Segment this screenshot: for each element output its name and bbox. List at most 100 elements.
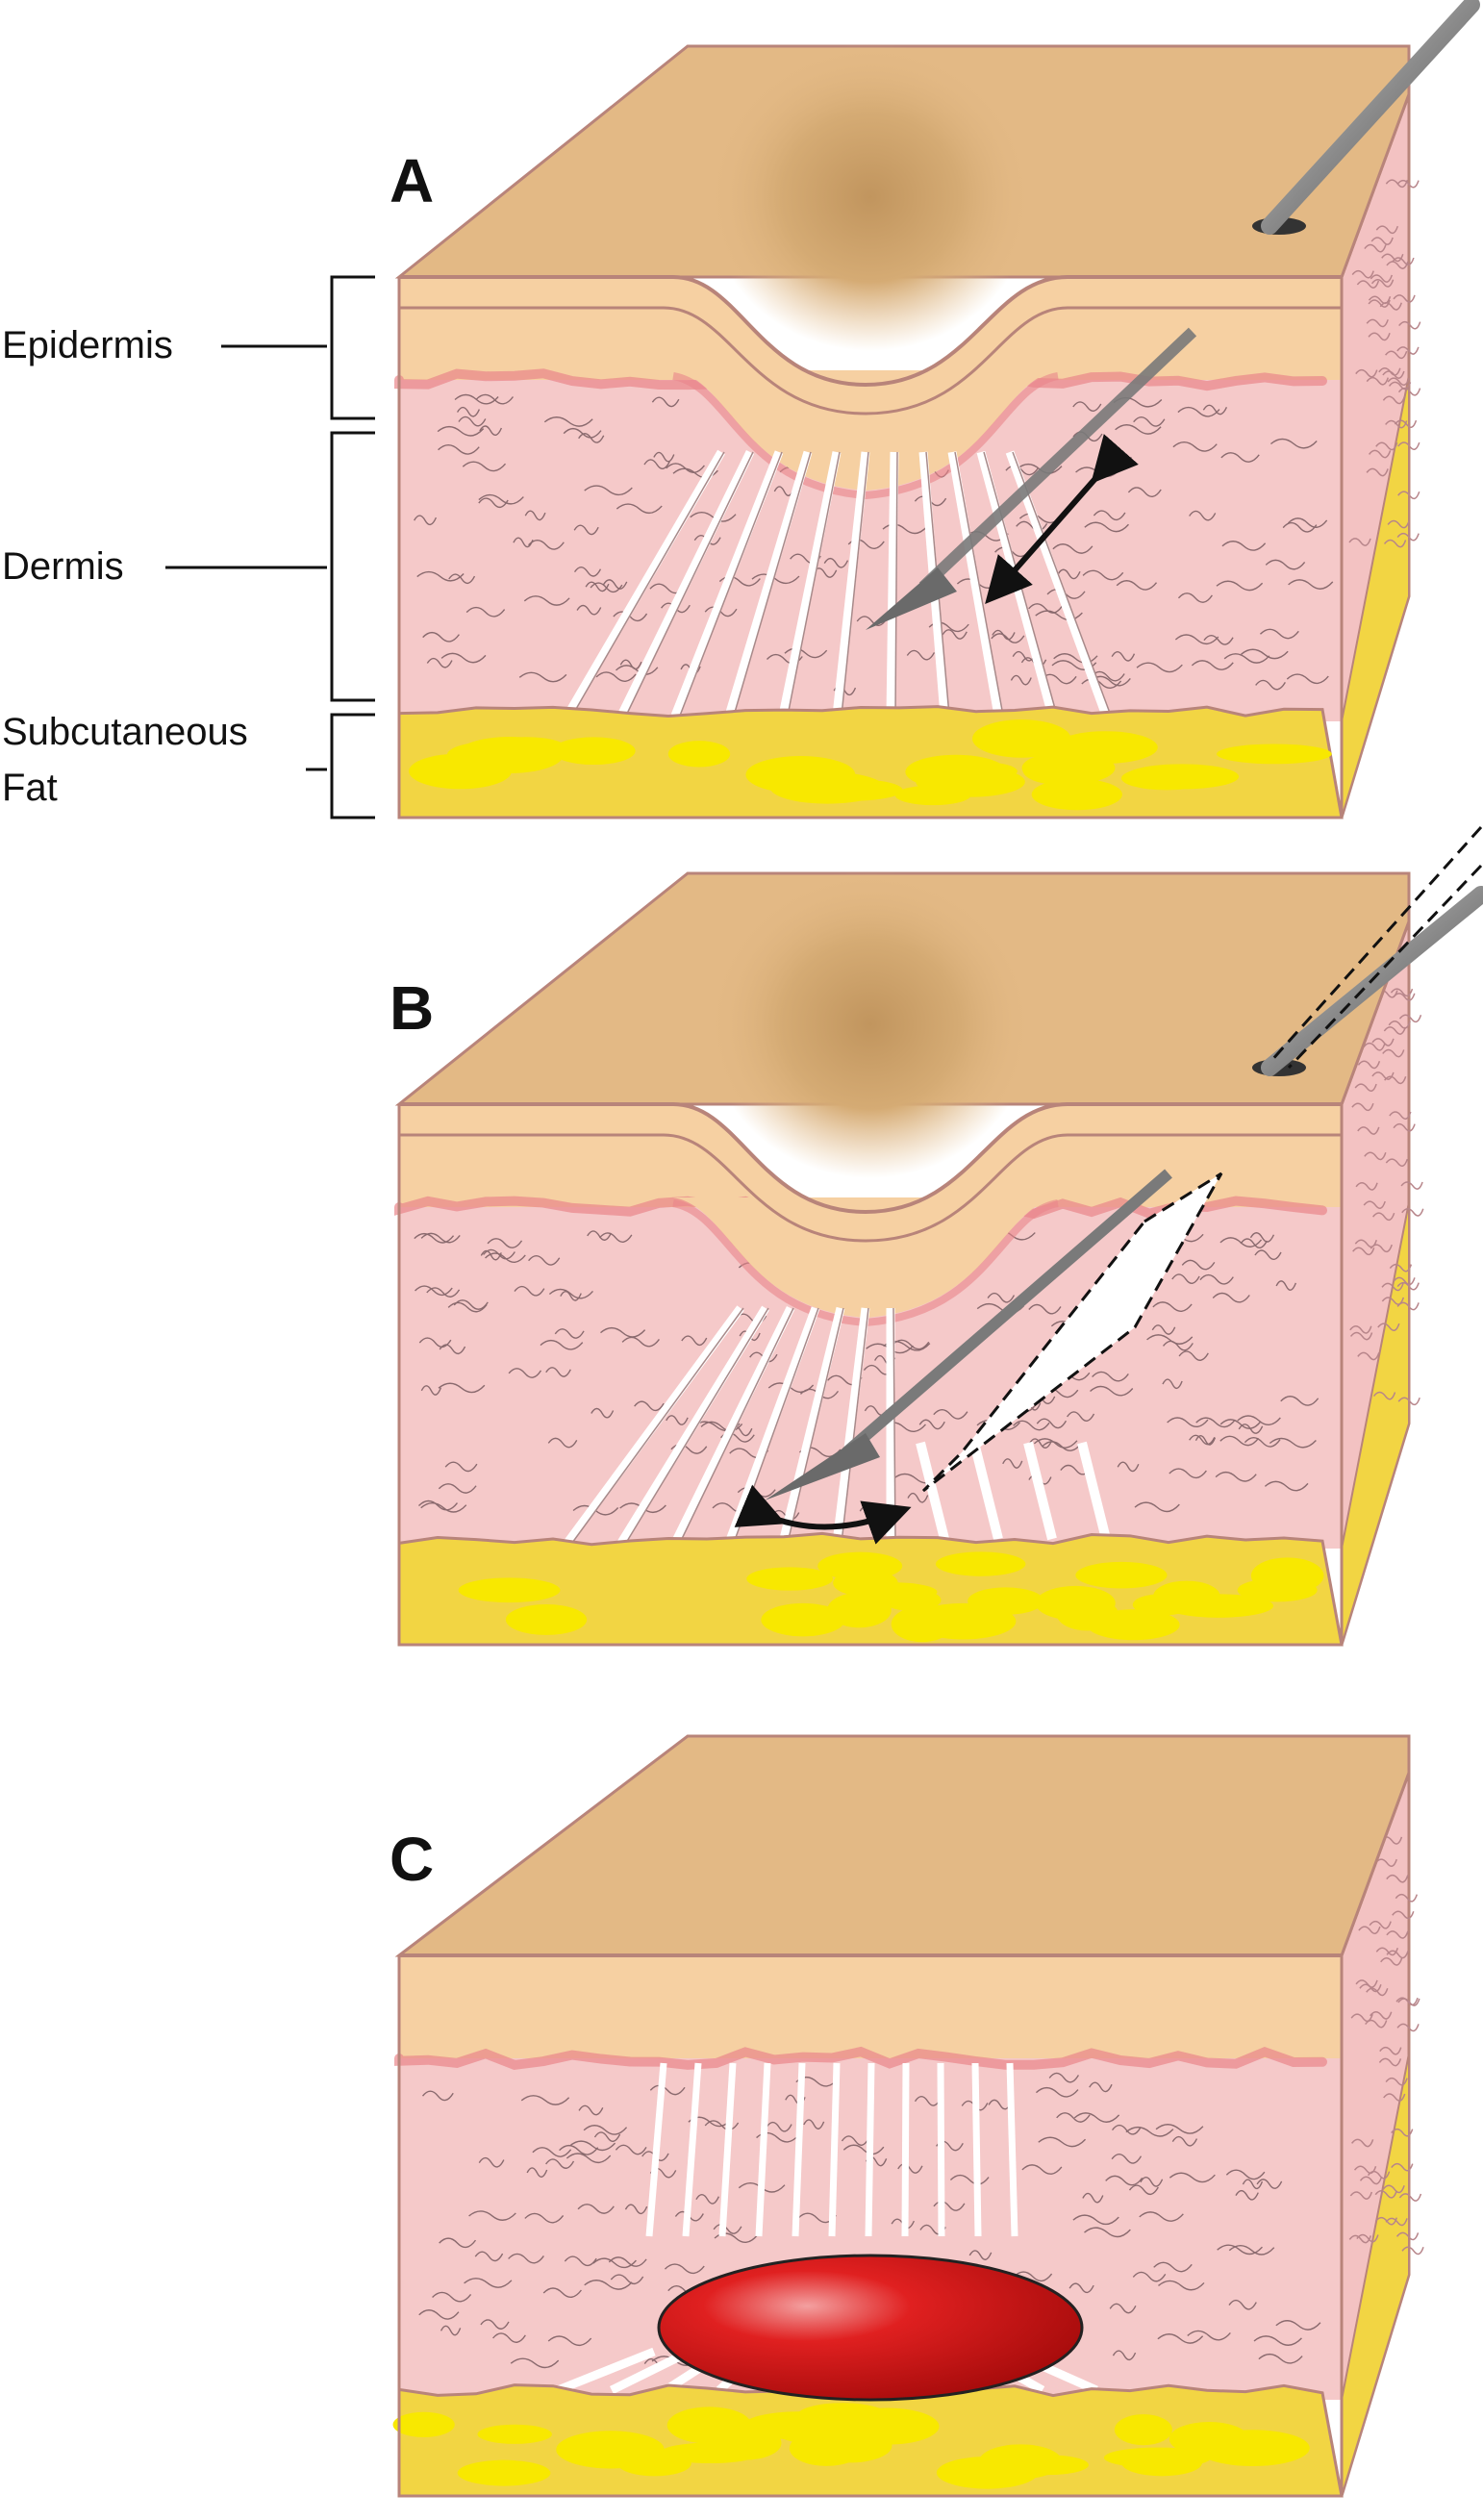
dermis-fiber xyxy=(583,2125,628,2135)
dermis-fiber xyxy=(1280,1396,1320,1406)
dermis-fiber xyxy=(483,1248,515,1260)
dermis-fiber xyxy=(1187,2330,1231,2341)
side-fiber xyxy=(1385,419,1408,429)
fat-lobule xyxy=(551,737,636,766)
dermis-fiber xyxy=(1033,1438,1078,1449)
dermis-fiber xyxy=(420,1385,442,1396)
fat-lobule xyxy=(935,1551,1026,1576)
side-fiber xyxy=(1389,1111,1412,1120)
dermis-fiber xyxy=(510,2357,560,2369)
dermis-fiber xyxy=(528,1255,561,1266)
dermis-fiber xyxy=(751,573,800,585)
side-fiber xyxy=(1397,1998,1420,2006)
side-fiber xyxy=(1365,2019,1388,2029)
septum-cut xyxy=(969,1441,1003,1541)
dermis-fiber xyxy=(1191,660,1234,670)
dermis-fiber xyxy=(444,1461,478,1473)
fat-lobule xyxy=(1056,1598,1119,1631)
side-fiber xyxy=(1396,1281,1420,1291)
needle-shaft-outer xyxy=(1261,0,1480,235)
dermis-fiber xyxy=(1255,679,1286,691)
dermis-fiber xyxy=(803,2119,825,2129)
epidermis-outline xyxy=(399,275,1342,388)
side-fiber xyxy=(1397,387,1421,396)
panel-label-a: A xyxy=(390,146,434,215)
dermis-fiber xyxy=(478,2156,505,2168)
side-fiber xyxy=(1383,539,1407,548)
side-fiber xyxy=(1349,1331,1373,1341)
dermis-fiber xyxy=(1162,1340,1194,1351)
side-fiber xyxy=(1388,381,1412,391)
septum xyxy=(670,1306,795,1545)
dermis-fiber xyxy=(1092,1371,1129,1382)
dermis-fiber xyxy=(991,633,1025,643)
fat-lobule xyxy=(1124,764,1240,790)
dermis-fiber xyxy=(1151,1324,1176,1335)
side-fiber xyxy=(1371,1038,1395,1046)
dermis-fiber xyxy=(1174,634,1219,644)
dermis-fiber xyxy=(545,1367,571,1377)
dermis-fiber xyxy=(448,573,476,585)
dermis-fiber xyxy=(528,540,565,550)
side-fiber xyxy=(1381,1282,1404,1292)
dermis-fiber xyxy=(619,659,642,670)
septum-edge xyxy=(679,451,783,717)
side-fiber xyxy=(1370,237,1394,245)
dermis-fiber xyxy=(1286,673,1329,685)
side-fiber xyxy=(1378,2057,1402,2067)
septum-upper xyxy=(937,2062,945,2237)
dermis-fiber xyxy=(651,396,680,408)
fat-lobule xyxy=(882,1589,942,1611)
dermis-fiber xyxy=(600,1326,646,1338)
septum-edge xyxy=(625,451,754,717)
dermis-fiber xyxy=(432,2291,472,2303)
fat-lobule xyxy=(392,2411,455,2437)
dermis-fiber xyxy=(1253,2335,1302,2346)
dermis-fiber xyxy=(1090,1385,1134,1397)
dermis-fiber xyxy=(1181,1259,1216,1271)
dermis-fiber xyxy=(1112,2350,1137,2361)
side-fiber xyxy=(1351,269,1374,279)
fat-lobule xyxy=(1021,751,1116,785)
dermis-fiber xyxy=(414,1232,455,1244)
dermis-fiber xyxy=(1169,2172,1216,2183)
dermis-fiber xyxy=(1105,2175,1144,2186)
panel-label-b: B xyxy=(390,973,434,1043)
side-fiber xyxy=(1382,370,1405,379)
dermis-fiber xyxy=(563,427,602,439)
dermis-fiber xyxy=(621,1336,660,1348)
dermis-fiber xyxy=(1146,1334,1194,1345)
panel-c: C xyxy=(390,1734,1424,2498)
side-fiber xyxy=(1375,1947,1399,1956)
side-fiber xyxy=(1372,1391,1396,1400)
dermis-fiber xyxy=(643,459,670,469)
dermis-fiber xyxy=(602,579,628,590)
septum-edge xyxy=(679,1307,794,1544)
dermis-fiber xyxy=(438,443,480,455)
needle-ghost-outline xyxy=(1268,825,1483,1070)
septum-edge xyxy=(894,451,898,717)
hematoma xyxy=(657,2254,1084,2402)
dermis-fiber xyxy=(1167,1417,1209,1427)
side-fiber xyxy=(1392,257,1415,265)
dermis-fiber xyxy=(1171,1273,1200,1284)
side-fiber xyxy=(1366,376,1390,386)
dermis-fiber xyxy=(462,461,507,472)
side-fiber xyxy=(1374,1858,1397,1868)
side-fiber xyxy=(1389,1263,1413,1273)
dermis-fiber xyxy=(492,2332,526,2343)
septum-cut xyxy=(916,1441,949,1541)
dermis-fiber xyxy=(1219,1419,1262,1429)
top-face xyxy=(394,1734,1411,1957)
dermis-fiber xyxy=(480,1249,502,1261)
dermis-fiber xyxy=(1177,406,1220,417)
dermis-fiber xyxy=(1265,559,1306,570)
dermis-fiber xyxy=(1288,579,1334,590)
dermis-fiber xyxy=(1136,662,1183,673)
dermis-fiber xyxy=(520,2095,570,2105)
dermis-fiber xyxy=(584,485,633,496)
epidermis-layer xyxy=(399,1104,1342,1212)
dermis-fiber xyxy=(649,2084,686,2096)
dermis-fiber xyxy=(478,493,524,505)
